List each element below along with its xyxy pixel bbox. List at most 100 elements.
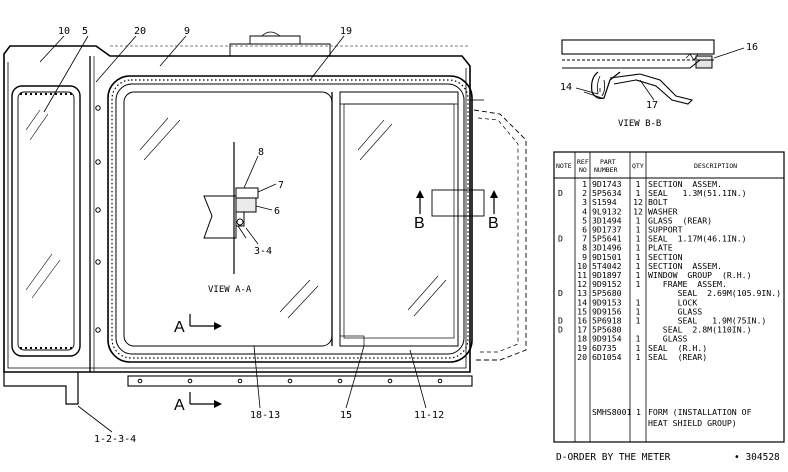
cell-part: 5P5680 bbox=[592, 325, 622, 335]
cell-ref: 14 bbox=[577, 297, 587, 307]
callout-5: 5 bbox=[82, 26, 88, 37]
final-row-desc-2: HEAT SHIELD GROUP) bbox=[648, 418, 737, 428]
callout-7: 7 bbox=[278, 180, 284, 191]
cell-ref: 5 bbox=[582, 215, 587, 225]
table-row: 12 9D9152 1 FRAME ASSEM. bbox=[577, 279, 727, 289]
cell-desc: GLASS bbox=[648, 334, 688, 344]
cell-note: D bbox=[558, 288, 563, 298]
cell-desc: SEAL 1.3M(51.1IN.) bbox=[648, 188, 747, 198]
cell-desc: PLATE bbox=[648, 243, 673, 253]
cell-qty: 1 bbox=[636, 279, 641, 289]
cell-ref: 11 bbox=[577, 270, 587, 280]
cell-desc: SECTION ASSEM. bbox=[648, 179, 722, 189]
final-row-part: SMHS8001 bbox=[592, 407, 632, 417]
cell-part: 3D1496 bbox=[592, 243, 622, 253]
cell-ref: 6 bbox=[582, 225, 587, 235]
cell-desc: FRAME ASSEM. bbox=[648, 279, 727, 289]
cell-ref: 9 bbox=[582, 252, 587, 262]
cell-part: 5T4042 bbox=[592, 261, 622, 271]
header-ref-2: NO bbox=[579, 166, 587, 174]
cell-qty: 12 bbox=[633, 206, 643, 216]
cell-qty: 12 bbox=[633, 197, 643, 207]
cell-part: 5P6918 bbox=[592, 316, 622, 326]
figure-number: • 304528 bbox=[734, 452, 780, 463]
cell-part: 5P5680 bbox=[592, 288, 622, 298]
callout-11-12: 11-12 bbox=[414, 410, 444, 421]
callout-8: 8 bbox=[258, 147, 264, 158]
cell-desc: GLASS bbox=[648, 306, 702, 316]
cell-part: 9D1737 bbox=[592, 225, 622, 235]
cell-ref: 16 bbox=[577, 316, 587, 326]
cell-desc: SEAL 1.17M(46.1IN.) bbox=[648, 234, 747, 244]
callout-17: 17 bbox=[646, 100, 658, 111]
header-qty: QTY bbox=[632, 162, 644, 170]
cell-ref: 18 bbox=[577, 334, 587, 344]
final-row-desc-1: FORM (INSTALLATION OF bbox=[648, 407, 752, 417]
header-description: DESCRIPTION bbox=[694, 162, 737, 170]
cell-desc: SECTION bbox=[648, 252, 683, 262]
header-ref-1: REF bbox=[577, 158, 589, 166]
cell-part: 9D9152 bbox=[592, 279, 622, 289]
cell-ref: 17 bbox=[577, 325, 587, 335]
cell-ref: 12 bbox=[577, 279, 587, 289]
callout-10: 10 bbox=[58, 26, 70, 37]
cell-ref: 7 bbox=[582, 234, 587, 244]
callout-16: 16 bbox=[746, 42, 758, 53]
cell-part: 9D9156 bbox=[592, 306, 622, 316]
cell-desc: BOLT bbox=[648, 197, 668, 207]
cell-desc: SEAL (REAR) bbox=[648, 352, 707, 362]
cell-qty: 1 bbox=[636, 261, 641, 271]
cell-qty: 1 bbox=[636, 334, 641, 344]
cell-qty: 1 bbox=[636, 243, 641, 253]
cell-ref: 13 bbox=[577, 288, 587, 298]
cell-desc: SEAL 2.69M(105.9IN.) bbox=[648, 288, 781, 298]
table-row: 5 3D1494 1 GLASS (REAR) bbox=[582, 215, 712, 225]
cell-qty: 1 bbox=[636, 215, 641, 225]
cell-desc: WASHER bbox=[648, 206, 678, 216]
cell-ref: 10 bbox=[577, 261, 587, 271]
cell-part: 9D9153 bbox=[592, 297, 622, 307]
callout-6: 6 bbox=[274, 206, 280, 217]
cell-qty: 1 bbox=[636, 188, 641, 198]
cell-desc: WINDOW GROUP (R.H.) bbox=[648, 270, 752, 280]
cell-ref: 1 bbox=[582, 179, 587, 189]
callout-15: 15 bbox=[340, 410, 352, 421]
callout-numbers: 10 5 20 9 19 8 7 6 3-4 18-13 15 11-12 1-… bbox=[58, 26, 758, 445]
cell-qty: 1 bbox=[636, 343, 641, 353]
cell-qty: 1 bbox=[636, 297, 641, 307]
callout-19: 19 bbox=[340, 26, 352, 37]
section-b-right: B bbox=[488, 215, 499, 232]
header-note: NOTE bbox=[556, 162, 572, 170]
cell-qty: 1 bbox=[636, 270, 641, 280]
view-aa-title: VIEW A-A bbox=[208, 285, 252, 295]
header-part-1: PART bbox=[600, 158, 616, 166]
leader-lines bbox=[39, 35, 745, 433]
cell-qty: 1 bbox=[636, 306, 641, 316]
cell-desc: GLASS (REAR) bbox=[648, 215, 712, 225]
cell-desc: SUPPORT bbox=[648, 225, 683, 235]
cell-ref: 20 bbox=[577, 352, 587, 362]
table-row: 11 9D1897 1 WINDOW GROUP (R.H.) bbox=[577, 270, 751, 280]
cell-desc: LOCK bbox=[648, 297, 697, 307]
cell-part: 6D1054 bbox=[592, 352, 622, 362]
cab-window-assembly bbox=[3, 31, 527, 405]
callout-1-2-3-4: 1-2-3-4 bbox=[94, 434, 136, 445]
cell-note: D bbox=[558, 234, 563, 244]
cell-part: 9D1897 bbox=[592, 270, 622, 280]
cell-part: 3D1494 bbox=[592, 215, 622, 225]
